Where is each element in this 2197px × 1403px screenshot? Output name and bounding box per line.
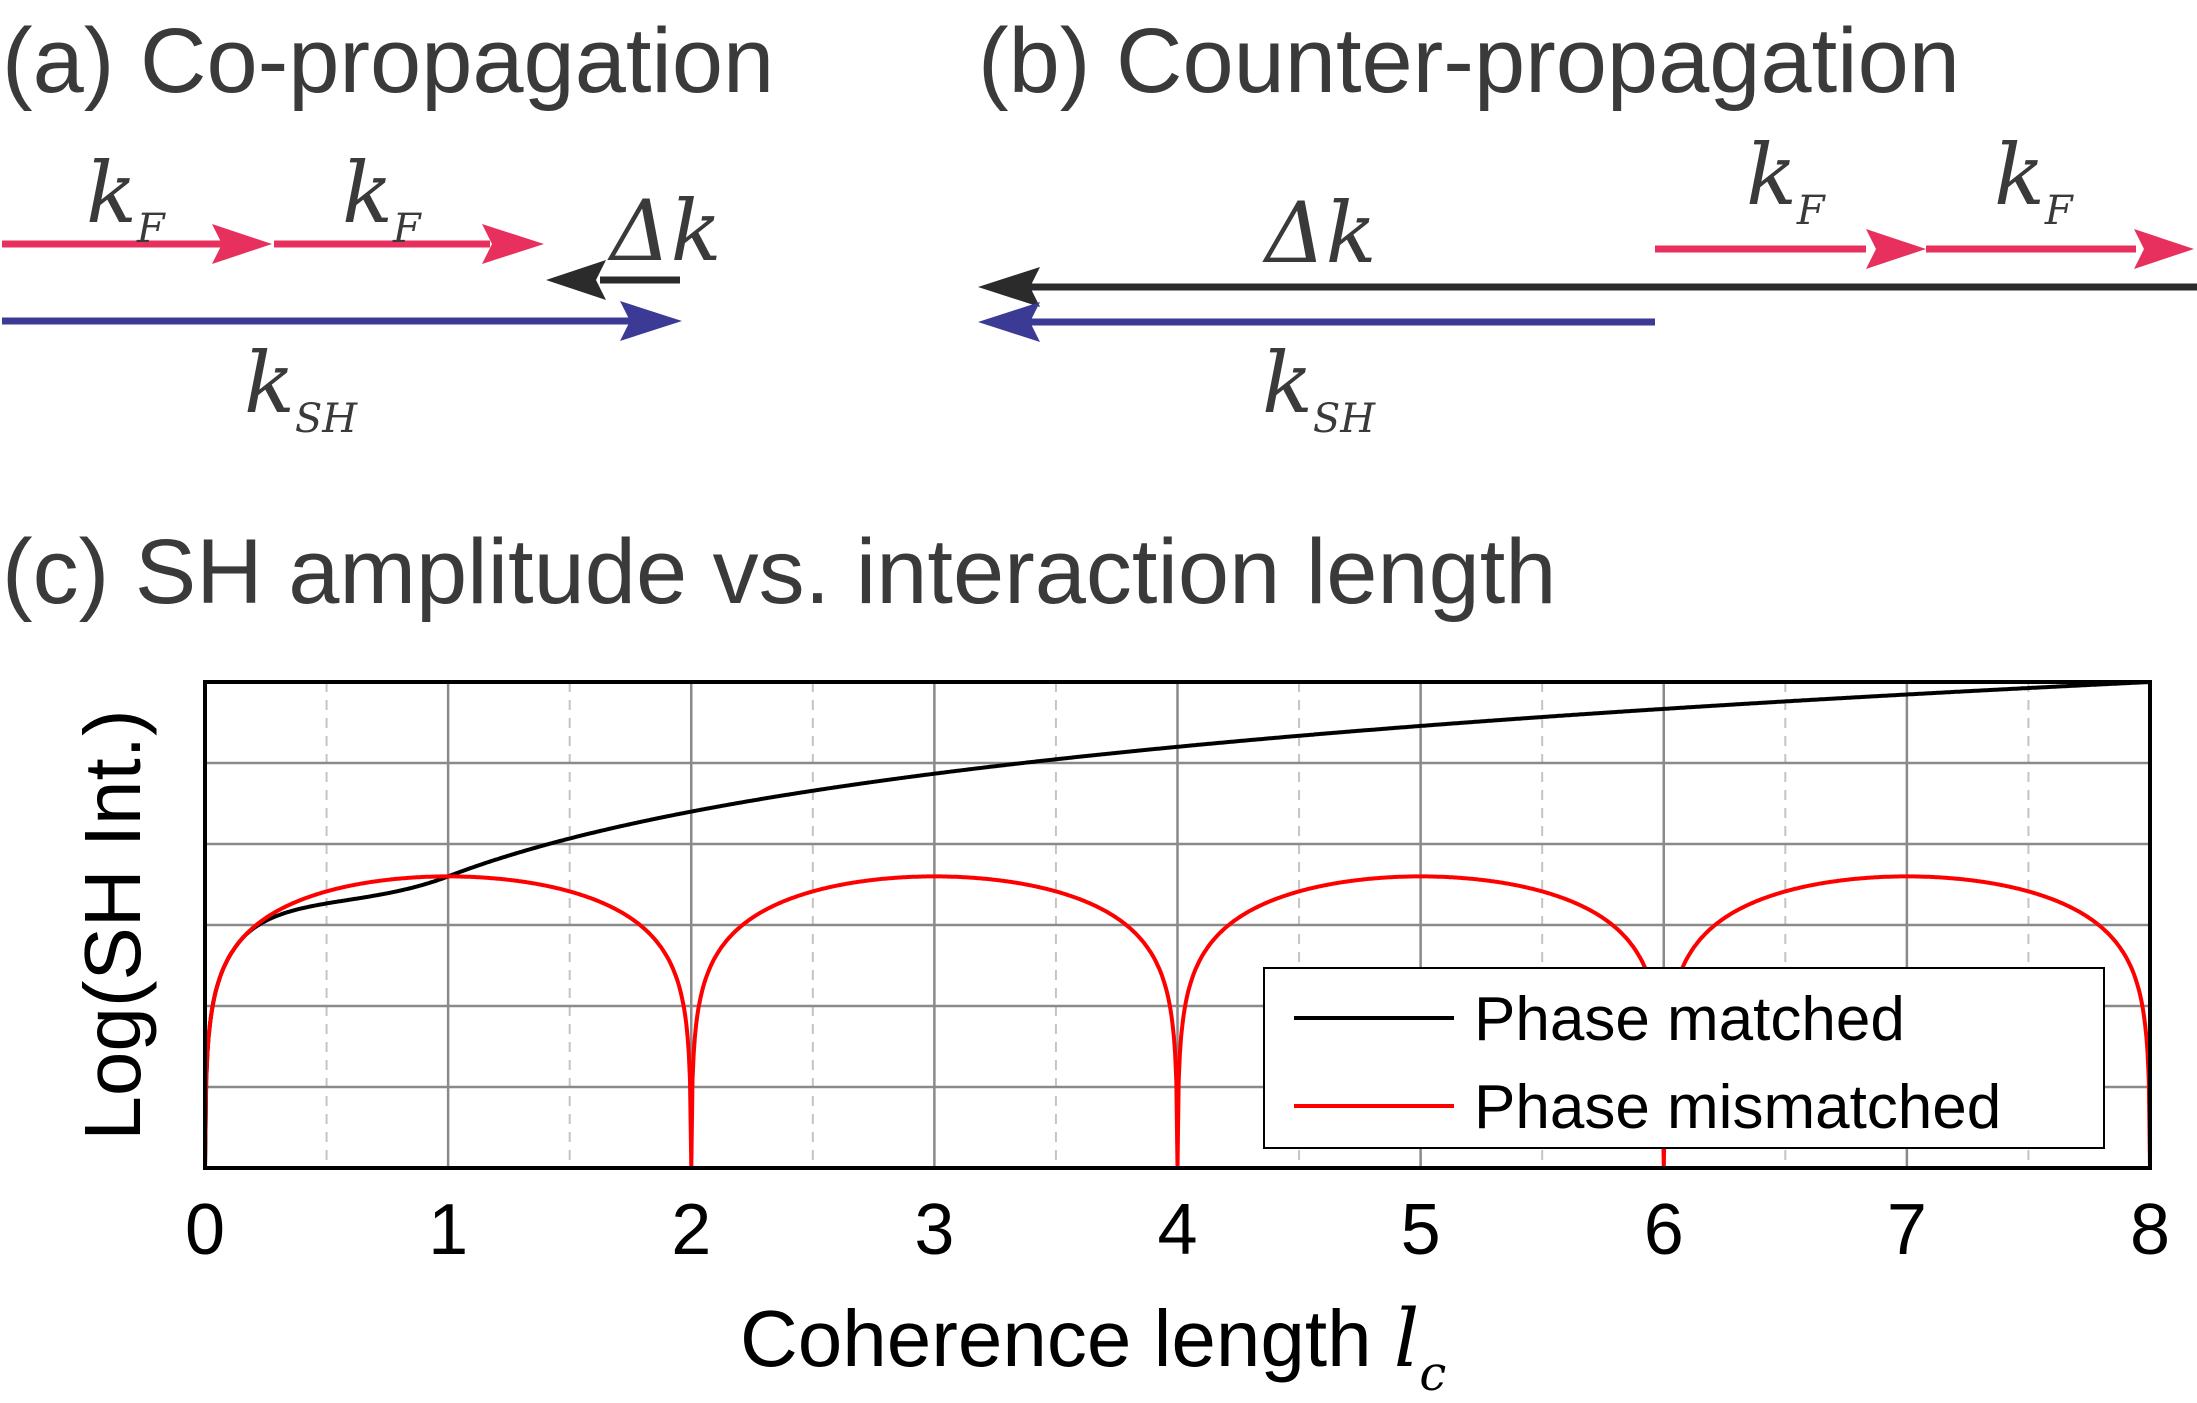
x-tick-label: 0 <box>185 1190 225 1270</box>
kF-arrow-b-1-head <box>1866 229 1926 269</box>
x-tick-label: 1 <box>428 1190 468 1270</box>
kF-label-2: kF <box>342 144 422 252</box>
kSH-arrow-b-head <box>978 302 1040 342</box>
panel-b: (b) Counter-propagation Δk kF kF kSH <box>978 10 2197 442</box>
panel-a-title: (a) Co-propagation <box>2 10 774 112</box>
panel-b-title: (b) Counter-propagation <box>978 10 1960 112</box>
kSH-arrow-a-head <box>620 301 682 341</box>
x-tick-label: 8 <box>2130 1190 2170 1270</box>
kF-arrow-1-head <box>212 224 272 264</box>
legend-label-phase-matched: Phase matched <box>1474 985 1905 1054</box>
panel-c: (c) SH amplitude vs. interaction length … <box>2 521 2170 1402</box>
kSH-label-a: kSH <box>244 334 358 442</box>
kF-arrow-2-head <box>482 224 544 264</box>
dk-label-b: Δk <box>1262 184 1377 282</box>
legend: Phase matched Phase mismatched <box>1263 967 2105 1149</box>
series-phase-matched <box>203 680 2151 1169</box>
kF-label-b-2: kF <box>1994 126 2074 234</box>
x-tick-labels: 0 1 2 3 4 5 6 7 8 <box>185 1190 2170 1270</box>
legend-box <box>1263 967 2105 1149</box>
y-axis-label: Log(SH Int.) <box>68 709 157 1140</box>
kF-arrow-b-2-head <box>2134 229 2194 269</box>
kF-label-b-1: kF <box>1746 126 1826 234</box>
x-tick-label: 3 <box>914 1190 954 1270</box>
plot-frame <box>203 680 2152 1170</box>
x-axis-label: Coherence length lc <box>740 1292 1446 1402</box>
x-tick-label: 4 <box>1157 1190 1197 1270</box>
x-tick-label: 2 <box>671 1190 711 1270</box>
dk-arrow-a-head <box>546 260 606 300</box>
panel-c-title: (c) SH amplitude vs. interaction length <box>2 521 1556 623</box>
panel-a: (a) Co-propagation kF kF Δk kSH <box>2 10 774 442</box>
dk-arrow-b-head <box>978 267 1040 307</box>
x-tick-label: 6 <box>1644 1190 1684 1270</box>
x-tick-label: 7 <box>1887 1190 1927 1270</box>
kF-label-1: kF <box>86 144 166 252</box>
x-tick-label: 5 <box>1401 1190 1441 1270</box>
kSH-label-b: kSH <box>1262 334 1376 442</box>
dk-label-a: Δk <box>607 182 722 280</box>
legend-label-phase-mismatched: Phase mismatched <box>1474 1073 2001 1142</box>
